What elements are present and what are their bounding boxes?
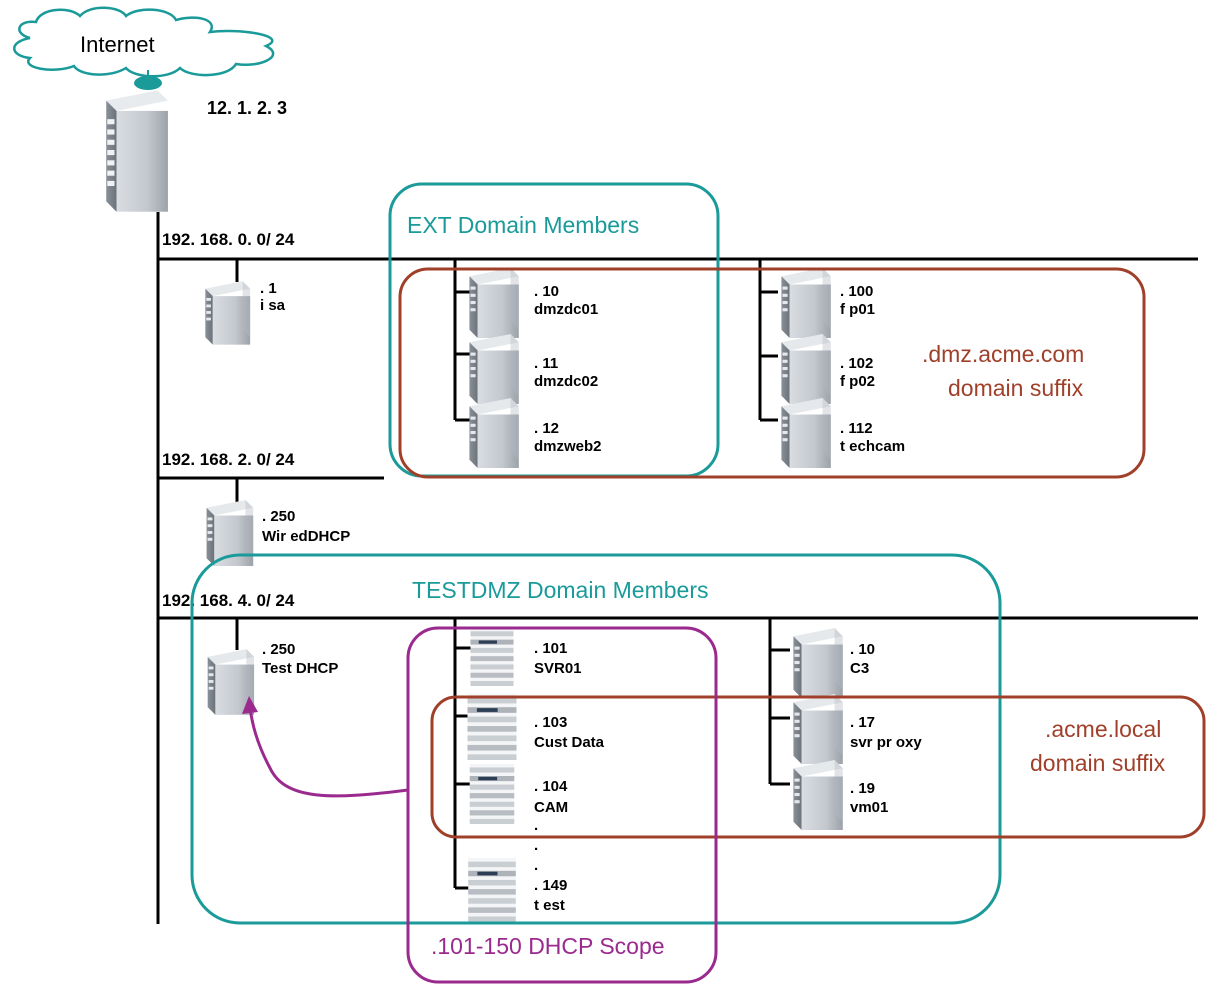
dmzdc02-name: dmzdc02 (534, 373, 598, 390)
local-suffix-label-1: .acme.local (1045, 716, 1161, 742)
custdata-name: Cust Data (534, 734, 605, 751)
fp01-ip: . 100 (840, 283, 873, 300)
firewall-server-icon (106, 90, 168, 212)
network-label-4: 192. 168. 4. 0/ 24 (162, 591, 295, 610)
cam-name: CAM (534, 799, 568, 816)
svr01-ip: . 101 (534, 640, 567, 657)
firewall-ip: 12. 1. 2. 3 (207, 98, 287, 118)
test-name: t est (534, 897, 565, 914)
svr01-name: SVR01 (534, 660, 582, 677)
testdmz-domain-box (190, 553, 1002, 925)
dhcp-scope-label: .101-150 DHCP Scope (431, 933, 665, 959)
dmzdc02-ip: . 11 (534, 355, 558, 372)
internet-cloud: Internet (13, 6, 275, 90)
fp02-ip: . 102 (840, 355, 873, 372)
dmzweb2-server-icon (469, 398, 519, 468)
dmzdc01-server-icon (469, 268, 519, 338)
dmzdc01-name: dmzdc01 (534, 301, 598, 318)
c3-name: C3 (850, 660, 869, 677)
c3-server-icon (793, 628, 843, 698)
c3-ip: . 10 (850, 641, 875, 658)
wireddhcp-ip: . 250 (262, 508, 295, 525)
techcam-name: t echcam (840, 438, 905, 455)
dmzweb2-ip: . 12 (534, 420, 559, 437)
dmz-suffix-box (398, 267, 1146, 479)
dhcp-arrowhead-icon (242, 696, 258, 714)
svrproxy-ip: . 17 (850, 714, 875, 731)
fp02-server-icon (781, 334, 831, 404)
cloud-icon (13, 6, 275, 78)
testdhcp-ip: . 250 (262, 641, 295, 658)
isa-server-icon (205, 281, 251, 345)
testdhcp-name: Test DHCP (262, 660, 338, 677)
fp01-server-icon (781, 268, 831, 338)
test-desktop-icon (468, 858, 516, 922)
fp01-name: f p01 (840, 301, 875, 318)
vm01-name: vm01 (850, 799, 888, 816)
wireddhcp-name: Wir edDHCP (262, 528, 350, 545)
techcam-ip: . 112 (840, 420, 873, 437)
testdmz-domain-label: TESTDMZ Domain Members (412, 577, 708, 603)
cam-desktop-icon (469, 764, 515, 824)
svrproxy-name: svr pr oxy (850, 734, 922, 751)
cam-ip: . 104 (534, 778, 568, 795)
network-label-2: 192. 168. 2. 0/ 24 (162, 450, 295, 469)
network-label-0: 192. 168. 0. 0/ 24 (162, 230, 295, 249)
test-ip: . 149 (534, 877, 567, 894)
vm01-server-icon (793, 760, 843, 830)
ellipsis-3: . (534, 857, 538, 874)
ellipsis-1: . (534, 817, 538, 834)
custdata-ip: . 103 (534, 714, 567, 731)
dhcp-scope-box (406, 626, 718, 984)
local-suffix-box (430, 695, 1206, 839)
dmzdc01-ip: . 10 (534, 283, 559, 300)
custdata-desktop-icon (467, 694, 517, 760)
dmzweb2-name: dmzweb2 (534, 438, 602, 455)
vm01-ip: . 19 (850, 780, 875, 797)
internet-label: Internet (80, 32, 155, 57)
dmz-suffix-label-1: .dmz.acme.com (922, 341, 1084, 367)
techcam-server-icon (781, 398, 831, 468)
dmz-suffix-label-2: domain suffix (948, 375, 1084, 401)
router-icon (134, 76, 162, 90)
dmzdc02-server-icon (469, 334, 519, 404)
ellipsis-2: . (534, 837, 538, 854)
isa-ip: . 1 (260, 280, 277, 297)
isa-name: i sa (260, 297, 286, 314)
fp02-name: f p02 (840, 373, 875, 390)
ext-domain-label: EXT Domain Members (407, 212, 639, 238)
svr01-desktop-icon (470, 628, 514, 686)
local-suffix-label-2: domain suffix (1030, 750, 1166, 776)
dhcp-arrow (248, 707, 409, 798)
svrproxy-server-icon (793, 694, 843, 764)
